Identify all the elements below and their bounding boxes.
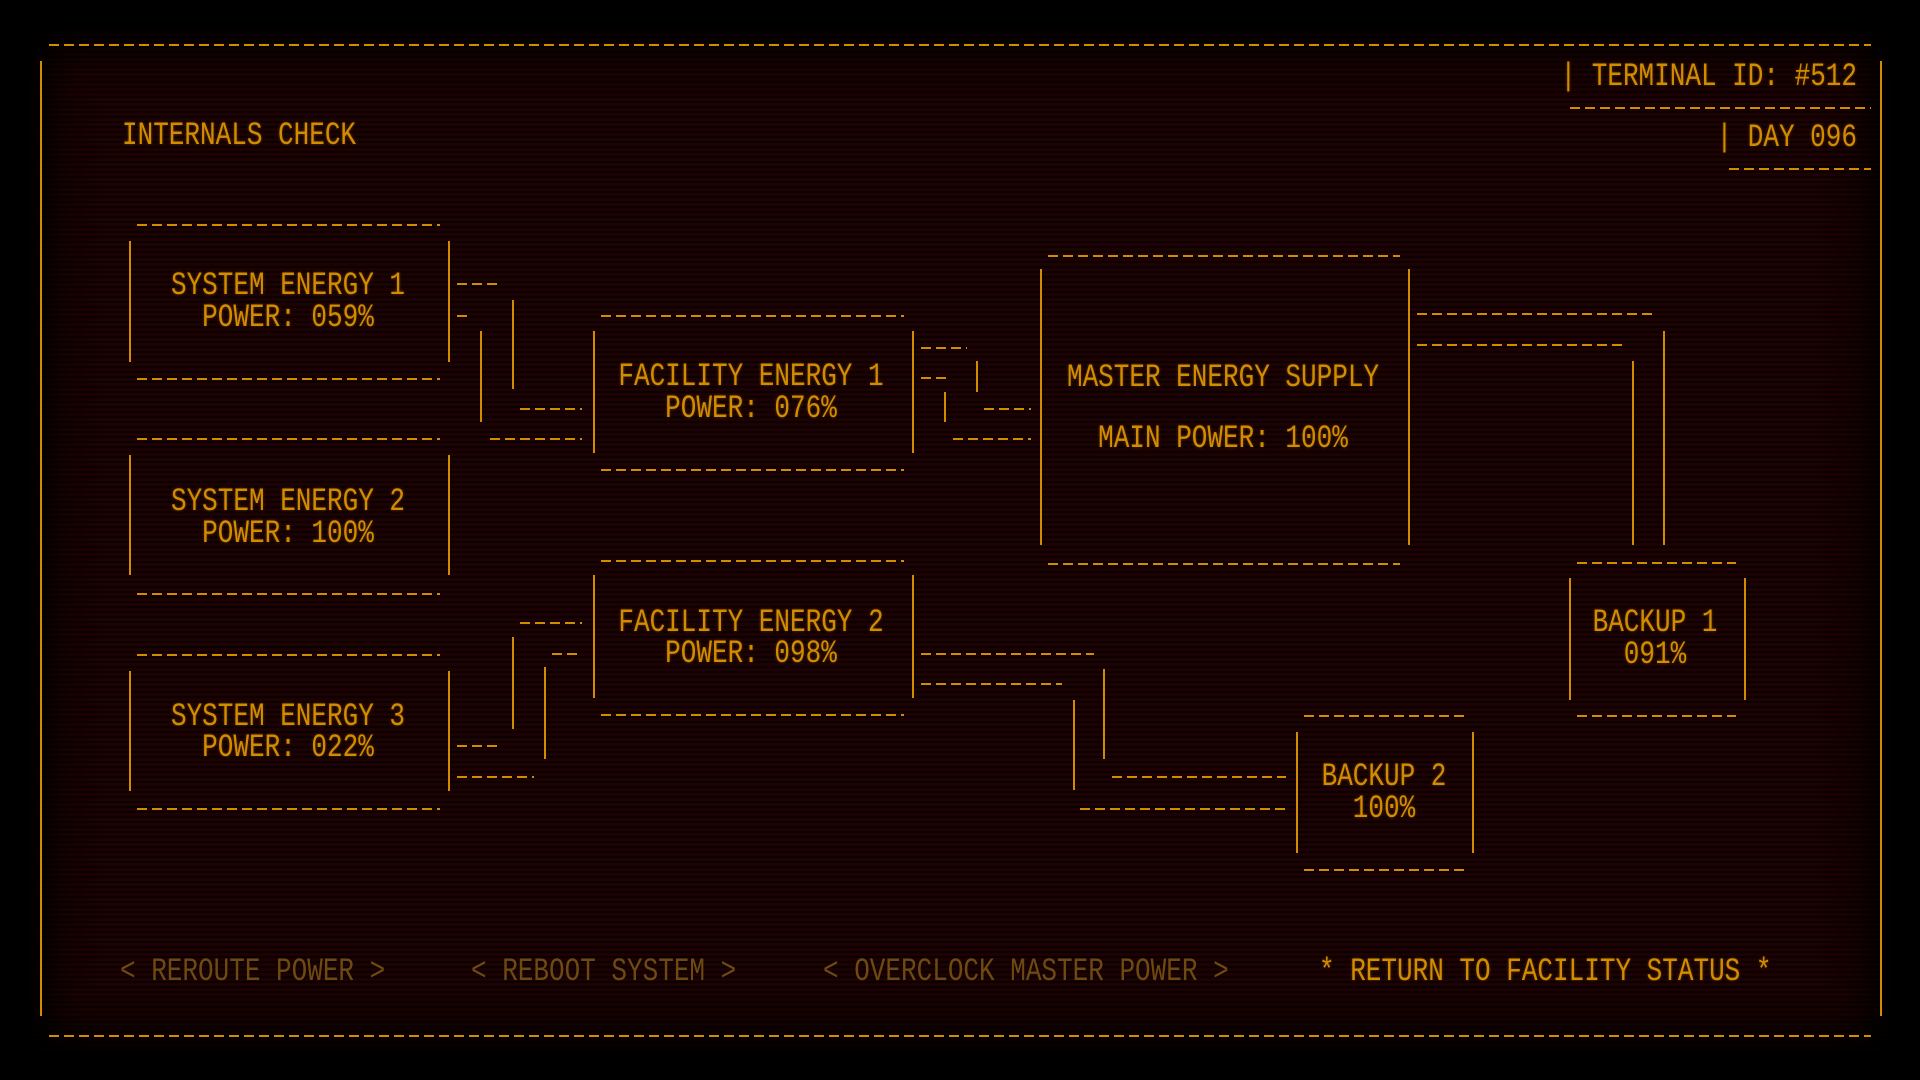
day-underline <box>1729 168 1871 170</box>
frame-left-border <box>40 61 42 1016</box>
power-connector-line <box>921 683 1062 685</box>
box-left-border <box>129 671 131 791</box>
power-connector-line <box>944 392 946 422</box>
power-connector-line <box>1073 700 1075 790</box>
system-energy-1-label: SYSTEM ENERGY 1 <box>170 266 406 304</box>
power-connector-line <box>512 300 514 389</box>
box-right-border <box>1472 732 1474 853</box>
power-connector-line <box>1417 344 1622 346</box>
box-top-border <box>137 438 440 440</box>
backup-2-label: BACKUP 2 <box>1321 757 1447 795</box>
box-right-border <box>912 331 914 453</box>
box-right-border <box>912 575 914 698</box>
box-right-border <box>448 455 450 575</box>
system-energy-3-label: SYSTEM ENERGY 3 <box>170 697 406 735</box>
power-connector-line <box>520 622 582 624</box>
power-connector-line <box>490 438 582 440</box>
box-left-border <box>129 241 131 362</box>
box-left-border <box>129 455 131 575</box>
power-connector-line <box>984 408 1031 410</box>
box-bottom-border <box>601 714 904 716</box>
power-connector-line <box>976 361 978 392</box>
page-title: INTERNALS CHECK <box>122 116 357 154</box>
power-connector-line <box>544 667 546 759</box>
box-bottom-border <box>137 378 440 380</box>
box-bottom-border <box>137 808 440 810</box>
box-left-border <box>1296 732 1298 853</box>
box-top-border <box>137 654 440 656</box>
return-to-facility-status-button[interactable]: * RETURN TO FACILITY STATUS * <box>1319 952 1772 990</box>
power-connector-line <box>552 653 582 655</box>
box-right-border <box>1408 269 1410 545</box>
system-energy-1-power: POWER: 059% <box>202 298 374 336</box>
box-top-border <box>137 224 440 226</box>
power-connector-line <box>457 745 502 747</box>
box-bottom-border <box>1304 869 1464 871</box>
box-top-border <box>601 560 904 562</box>
power-connector-line <box>1632 361 1634 545</box>
master-label: MASTER ENERGY SUPPLY <box>1066 358 1380 396</box>
power-connector-line <box>1112 776 1286 778</box>
power-connector-line <box>921 377 951 379</box>
day-counter: | DAY 096 <box>1716 118 1857 156</box>
facility-energy-1-label: FACILITY ENERGY 1 <box>618 357 884 395</box>
backup-1-power: 091% <box>1623 635 1687 673</box>
frame-top-border <box>49 44 1871 46</box>
box-top-border <box>601 315 904 317</box>
box-bottom-border <box>1577 715 1736 717</box>
box-right-border <box>448 671 450 791</box>
box-bottom-border <box>601 469 904 471</box>
power-connector-line <box>457 283 502 285</box>
box-right-border <box>1744 578 1746 700</box>
power-connector-line <box>457 776 534 778</box>
box-top-border <box>1048 255 1400 257</box>
backup-1-label: BACKUP 1 <box>1592 603 1718 641</box>
box-bottom-border <box>1048 563 1400 565</box>
facility-energy-2-label: FACILITY ENERGY 2 <box>618 603 884 641</box>
terminal-id-underline <box>1570 107 1871 109</box>
power-connector-line <box>1080 808 1286 810</box>
master-power: MAIN POWER: 100% <box>1098 419 1348 457</box>
box-left-border <box>1569 578 1571 700</box>
power-connector-line <box>1103 669 1105 759</box>
reboot-system-button[interactable]: < REBOOT SYSTEM > <box>471 952 737 990</box>
power-connector-line <box>520 408 582 410</box>
power-connector-line <box>480 331 482 422</box>
box-bottom-border <box>137 593 440 595</box>
power-connector-line <box>921 653 1094 655</box>
power-connector-line <box>1663 331 1665 545</box>
backup-2-power: 100% <box>1352 789 1416 827</box>
reroute-power-button[interactable]: < REROUTE POWER > <box>120 952 386 990</box>
frame-bottom-border <box>49 1035 1871 1037</box>
box-top-border <box>1577 562 1736 564</box>
box-left-border <box>593 575 595 698</box>
power-connector-line <box>457 315 470 317</box>
power-connector-line <box>512 637 514 729</box>
facility-energy-1-power: POWER: 076% <box>665 389 837 427</box>
crt-background <box>30 28 1890 1052</box>
system-energy-3-power: POWER: 022% <box>202 728 374 766</box>
box-right-border <box>448 241 450 362</box>
power-connector-line <box>921 347 967 349</box>
overclock-master-power-button[interactable]: < OVERCLOCK MASTER POWER > <box>823 952 1229 990</box>
power-connector-line <box>953 438 1031 440</box>
facility-energy-2-power: POWER: 098% <box>665 634 837 672</box>
box-left-border <box>593 331 595 453</box>
system-energy-2-label: SYSTEM ENERGY 2 <box>170 482 406 520</box>
terminal-id: | TERMINAL ID: #512 <box>1560 57 1857 95</box>
box-top-border <box>1304 715 1464 717</box>
box-left-border <box>1040 269 1042 545</box>
system-energy-2-power: POWER: 100% <box>202 514 374 552</box>
frame-right-border <box>1880 61 1882 1016</box>
power-connector-line <box>1417 313 1653 315</box>
